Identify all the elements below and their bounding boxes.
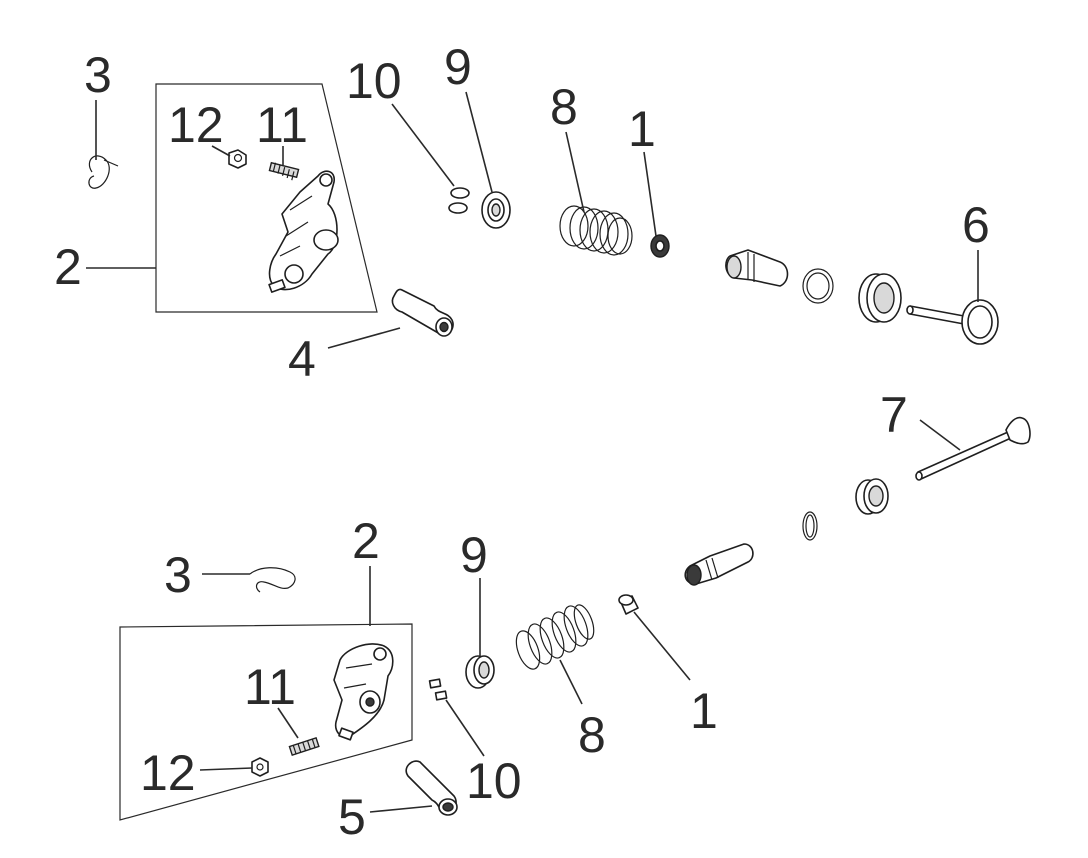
valve-spring-part-upper <box>559 205 633 256</box>
leader-8-lower <box>559 659 583 705</box>
leader-10-upper <box>391 103 455 187</box>
leader-4 <box>327 327 401 349</box>
rocker-arm-part-lower <box>333 643 394 741</box>
callout-1-upper: 1 <box>628 101 656 157</box>
valve-seat-part-upper <box>858 273 902 323</box>
lower-assembly: 7 2 3 9 11 12 10 8 1 5 <box>119 387 1031 845</box>
stem-seal-part-lower <box>618 594 639 615</box>
rocker-shaft-part-lower <box>405 760 458 816</box>
upper-assembly: 3 12 11 2 10 9 8 1 6 4 <box>54 39 999 387</box>
adjusting-screw-part-lower <box>288 736 320 756</box>
callout-5: 5 <box>338 789 366 845</box>
callout-6: 6 <box>962 197 990 253</box>
spring-retainer-part-lower <box>465 655 495 689</box>
leader-8-upper <box>565 131 585 213</box>
leader-10-lower <box>445 699 485 757</box>
leader-1-lower <box>633 611 691 681</box>
callout-12-lower: 12 <box>140 745 196 801</box>
rocker-shaft-part-upper <box>391 288 454 337</box>
clip-part-upper <box>88 155 119 189</box>
lock-nut-part-lower <box>251 757 269 777</box>
lock-nut-part-upper <box>228 149 247 169</box>
callout-7: 7 <box>880 387 908 443</box>
callout-2-upper: 2 <box>54 239 82 295</box>
callout-9-upper: 9 <box>444 39 472 95</box>
leader-11-lower <box>277 707 299 739</box>
leader-1-upper <box>643 151 657 237</box>
callout-9-lower: 9 <box>460 527 488 583</box>
rocker-assembly-box-upper <box>155 83 378 313</box>
exhaust-valve-part <box>906 299 999 345</box>
leader-12-upper <box>211 145 231 157</box>
callout-3-lower: 3 <box>164 547 192 603</box>
valve-cotter-part-lower <box>428 678 448 701</box>
intake-valve-part <box>915 416 1031 481</box>
spring-retainer-part-upper <box>481 191 511 229</box>
leader-12-lower <box>199 767 253 771</box>
callout-3-upper: 3 <box>84 47 112 103</box>
callout-8-lower: 8 <box>578 707 606 763</box>
clip-part-lower <box>249 567 296 593</box>
valve-seat-part-lower <box>855 478 889 515</box>
callout-10-upper: 10 <box>346 53 402 109</box>
leader-5 <box>369 805 433 813</box>
rocker-assembly-box-lower <box>119 623 413 821</box>
callout-1-lower: 1 <box>690 683 718 739</box>
o-ring-part-upper <box>802 268 834 304</box>
adjusting-screw-part-upper <box>268 161 300 181</box>
callout-11-upper: 11 <box>256 97 308 153</box>
valve-spring-part-lower <box>515 604 595 670</box>
stem-seal-part-upper <box>650 234 670 258</box>
leader-7 <box>919 419 961 451</box>
callout-2-lower: 2 <box>352 513 380 569</box>
rocker-arm-part-upper <box>268 170 339 293</box>
callout-4: 4 <box>288 331 316 387</box>
valve-guide-part-upper <box>725 249 789 287</box>
callout-8-upper: 8 <box>550 79 578 135</box>
valve-guide-part-lower <box>684 543 754 586</box>
valve-cotter-part-upper <box>448 187 470 214</box>
callout-11-lower: 11 <box>244 659 296 715</box>
callout-12-upper: 12 <box>168 97 224 153</box>
o-ring-part-lower <box>802 511 818 541</box>
leader-9-upper <box>465 91 493 193</box>
callout-10-lower: 10 <box>466 753 522 809</box>
